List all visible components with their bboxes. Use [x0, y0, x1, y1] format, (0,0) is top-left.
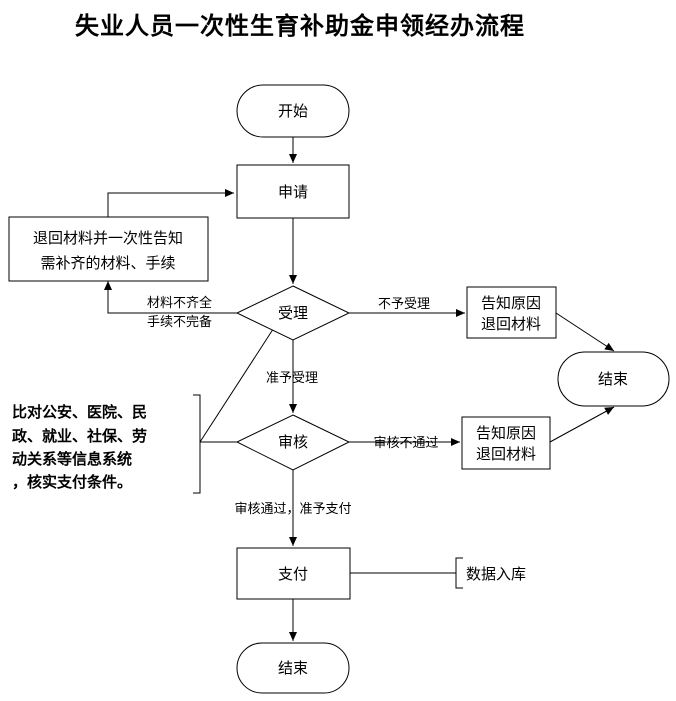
accept-decision: 受理 — [235, 285, 351, 341]
end-right-label: 结束 — [598, 370, 628, 388]
pay-node: 支付 — [236, 547, 351, 600]
edge-label-incomplete-2: 手续不完备 — [147, 314, 212, 330]
edge-label-accepted: 准予受理 — [266, 371, 318, 386]
return-label-2: 需补齐的材料、手续 — [40, 254, 175, 272]
apply-label: 申请 — [278, 183, 308, 201]
arrow-return-to-apply — [107, 189, 234, 217]
notify2-label-1: 告知原因 — [476, 424, 536, 442]
accept-label: 受理 — [278, 304, 308, 322]
notify-node-2: 告知原因 退回材料 — [461, 416, 551, 470]
edge-label-review-pass: 审核通过，准予支付 — [234, 502, 351, 517]
end-node-right: 结束 — [557, 351, 670, 407]
note-bracket — [193, 394, 201, 494]
note-line-1: 比对公安、医院、民 — [12, 403, 147, 421]
note-line-2: 政、就业、社保、劳 — [12, 427, 147, 445]
review-label: 审核 — [278, 433, 308, 451]
apply-node: 申请 — [236, 164, 350, 219]
edge-label-review-fail: 审核不通过 — [373, 436, 438, 451]
line-accept-to-note — [199, 319, 280, 443]
notify1-label-2: 退回材料 — [481, 315, 541, 333]
arrow-notify1-to-end — [555, 312, 615, 352]
arrow-notify2-to-end — [549, 406, 615, 443]
start-label: 开始 — [278, 102, 308, 120]
notify1-label-1: 告知原因 — [481, 294, 541, 312]
note-line-4: ，核实支付条件。 — [12, 473, 132, 491]
pay-label: 支付 — [278, 565, 308, 583]
db-bracket — [455, 557, 463, 589]
page-title: 失业人员一次性生育补助金申领经办流程 — [75, 12, 525, 40]
review-decision: 审核 — [235, 414, 351, 471]
note-line-3: 动关系等信息系统 — [12, 450, 132, 468]
notify-node-1: 告知原因 退回材料 — [466, 286, 557, 339]
return-label-1: 退回材料并一次性告知 — [33, 229, 183, 247]
notify2-label-2: 退回材料 — [476, 445, 536, 463]
start-node: 开始 — [236, 84, 350, 138]
edge-label-reject: 不予受理 — [378, 297, 430, 312]
verification-note: 比对公安、医院、民 政、就业、社保、劳 动关系等信息系统 ，核实支付条件。 — [12, 403, 147, 491]
db-label: 数据入库 — [466, 565, 526, 583]
arrow-accept-to-return — [104, 281, 237, 314]
edge-label-incomplete-1: 材料不齐全 — [147, 295, 212, 311]
connectors — [104, 137, 615, 641]
end-bottom-label: 结束 — [278, 659, 308, 677]
return-node: 退回材料并一次性告知 需补齐的材料、手续 — [8, 216, 209, 282]
end-node-bottom: 结束 — [236, 642, 350, 694]
